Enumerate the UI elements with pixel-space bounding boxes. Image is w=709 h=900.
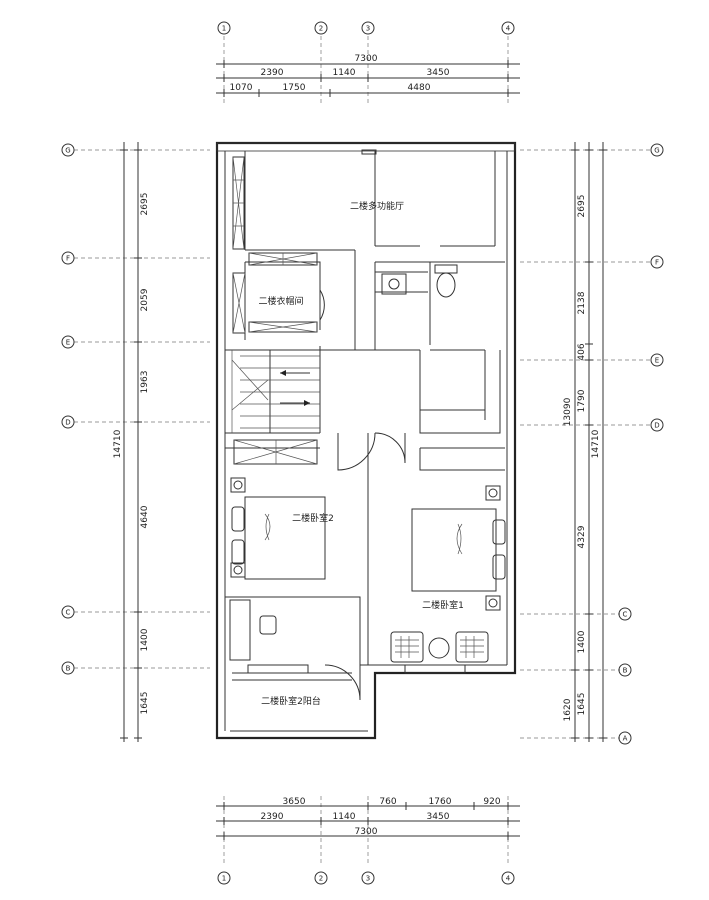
- dim-label: 406: [577, 343, 587, 360]
- axis-label: C: [623, 611, 628, 619]
- axis-label: 4: [506, 875, 511, 883]
- axis-label: E: [655, 357, 659, 365]
- dim-label: 1750: [283, 83, 306, 93]
- dim-label: 4329: [577, 525, 587, 548]
- dim-label: 14710: [113, 429, 123, 458]
- axis-label: B: [623, 667, 628, 675]
- dim-label: 1400: [577, 630, 587, 653]
- room-label-bedroom2: 二楼卧室2: [292, 512, 334, 524]
- dim-label: 3650: [283, 797, 306, 807]
- dimensions-top: 7300 2390 1140 3450 1070 1750 4480: [216, 54, 520, 97]
- axis-label: F: [655, 259, 659, 267]
- axis-label: 4: [506, 25, 511, 33]
- axis-bubbles-left: G F E D C B: [61, 143, 75, 675]
- dim-label: 4640: [140, 505, 150, 528]
- axis-label: 3: [366, 25, 370, 33]
- dim-label: 2695: [140, 193, 150, 216]
- axis-label: A: [623, 735, 628, 743]
- exterior-walls: [215, 141, 517, 740]
- bedroom2-furniture: [229, 477, 326, 661]
- wardrobes: [232, 156, 318, 465]
- dim-label: 2695: [577, 195, 587, 218]
- axis-label: F: [66, 255, 70, 263]
- dim-label: 760: [379, 797, 396, 807]
- axis-bubbles-bottom: 1 2 3 4: [217, 871, 515, 885]
- dim-label: 1620: [563, 698, 573, 721]
- armchair-left: [390, 631, 424, 663]
- dim-label: 1790: [577, 389, 587, 412]
- sink: [381, 273, 407, 295]
- dim-label: 2390: [261, 812, 284, 822]
- dim-label: 1140: [333, 68, 356, 78]
- chair: [259, 615, 277, 635]
- dim-label: 1645: [140, 692, 150, 715]
- dim-label: 3450: [427, 68, 450, 78]
- bathroom-fixtures: [381, 264, 458, 298]
- toilet: [436, 272, 456, 298]
- dimensions-left: 2695 2059 1963 4640 1400 1645 14710: [113, 142, 150, 742]
- desk: [229, 599, 251, 661]
- axis-label: 2: [319, 25, 323, 33]
- dim-label: 2138: [577, 291, 587, 314]
- axis-label: B: [66, 665, 71, 673]
- side-table: [428, 637, 450, 659]
- axis-label: G: [654, 147, 659, 155]
- dim-label: 14710: [591, 429, 601, 458]
- axis-label: D: [65, 419, 70, 427]
- bedroom1-furniture: [390, 485, 506, 663]
- dim-label: 13090: [563, 397, 573, 426]
- room-labels: 二楼多功能厅 二楼衣帽间 二楼卧室2 二楼卧室1 二楼卧室2阳台: [258, 200, 463, 707]
- axis-bubbles-top: 1 2 3 4: [217, 21, 515, 35]
- dim-label: 4480: [408, 83, 431, 93]
- dim-label: 3450: [427, 812, 450, 822]
- dim-label: 1070: [230, 83, 253, 93]
- dim-label: 1645: [577, 693, 587, 716]
- dim-label: 920: [483, 797, 500, 807]
- room-label-bedroom1: 二楼卧室1: [422, 599, 464, 611]
- axis-label: E: [66, 339, 70, 347]
- axis-bubbles-right: G F E D C B A: [618, 143, 664, 745]
- bed1: [411, 508, 497, 592]
- axis-label: 1: [222, 875, 226, 883]
- stair-arrows: [280, 370, 310, 406]
- dimensions-right: 2695 2138 406 1790 4329 1400 1645 13090 …: [563, 142, 607, 742]
- axis-label: G: [65, 147, 70, 155]
- armchair-right: [455, 631, 489, 663]
- windows: [247, 149, 466, 674]
- toilet-tank: [434, 264, 458, 274]
- dim-label: 7300: [355, 54, 378, 64]
- room-label-balcony: 二楼卧室2阳台: [261, 695, 321, 707]
- room-label-closet: 二楼衣帽间: [258, 295, 303, 307]
- dim-label: 1963: [140, 371, 150, 394]
- axis-label: D: [654, 422, 659, 430]
- dim-label: 1400: [140, 628, 150, 651]
- dim-label: 7300: [355, 827, 378, 837]
- axis-label: C: [66, 609, 71, 617]
- interior-walls: [225, 151, 505, 732]
- axis-label: 2: [319, 875, 323, 883]
- axis-label: 1: [222, 25, 226, 33]
- dim-label: 2059: [140, 288, 150, 311]
- dimensions-bottom: 3650 760 1760 920 2390 1140 3450 7300: [216, 797, 520, 840]
- bed2: [244, 496, 326, 580]
- axis-gridlines: [74, 36, 650, 866]
- room-label-multi-hall: 二楼多功能厅: [350, 200, 404, 212]
- axis-label: 3: [366, 875, 370, 883]
- dim-label: 1760: [429, 797, 452, 807]
- doors: [319, 289, 406, 701]
- dim-label: 1140: [333, 812, 356, 822]
- dim-label: 2390: [261, 68, 284, 78]
